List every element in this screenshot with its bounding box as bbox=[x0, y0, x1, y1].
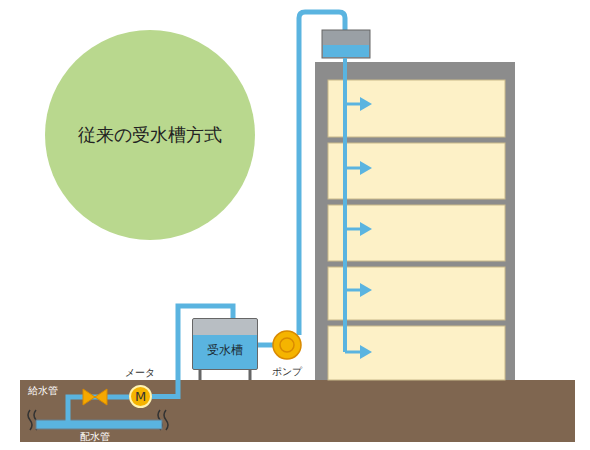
service-pipe bbox=[68, 397, 129, 421]
title-circle: 従来の受水槽方式 bbox=[45, 30, 255, 240]
node-text: M bbox=[135, 389, 146, 404]
distribution-pipe bbox=[36, 420, 162, 429]
floor bbox=[328, 80, 505, 137]
receiving-tank: 受水槽 bbox=[192, 318, 258, 370]
pump-impeller bbox=[280, 338, 294, 352]
pump-symbol bbox=[273, 331, 301, 359]
tank-legs bbox=[200, 370, 250, 380]
outlets bbox=[345, 97, 372, 359]
node-text: 従来の受水槽方式 bbox=[78, 123, 222, 147]
pipe-label: 配水管 bbox=[80, 430, 110, 444]
pump-label: ポンプ bbox=[272, 365, 302, 379]
pipe-label: 給水管 bbox=[28, 384, 58, 398]
roof-tank-water bbox=[323, 45, 369, 57]
floor bbox=[328, 267, 505, 320]
break-marks bbox=[28, 410, 168, 430]
valve-symbol bbox=[83, 389, 107, 405]
meter-label: メータ bbox=[125, 366, 155, 380]
meter-circle: M bbox=[129, 385, 152, 408]
floor bbox=[328, 143, 505, 199]
floor bbox=[328, 205, 505, 261]
floor bbox=[328, 326, 505, 380]
node-text: 受水槽 bbox=[207, 342, 243, 359]
down-pipe bbox=[343, 58, 347, 352]
lift-pipe bbox=[299, 12, 345, 335]
roof-tank bbox=[322, 30, 370, 58]
